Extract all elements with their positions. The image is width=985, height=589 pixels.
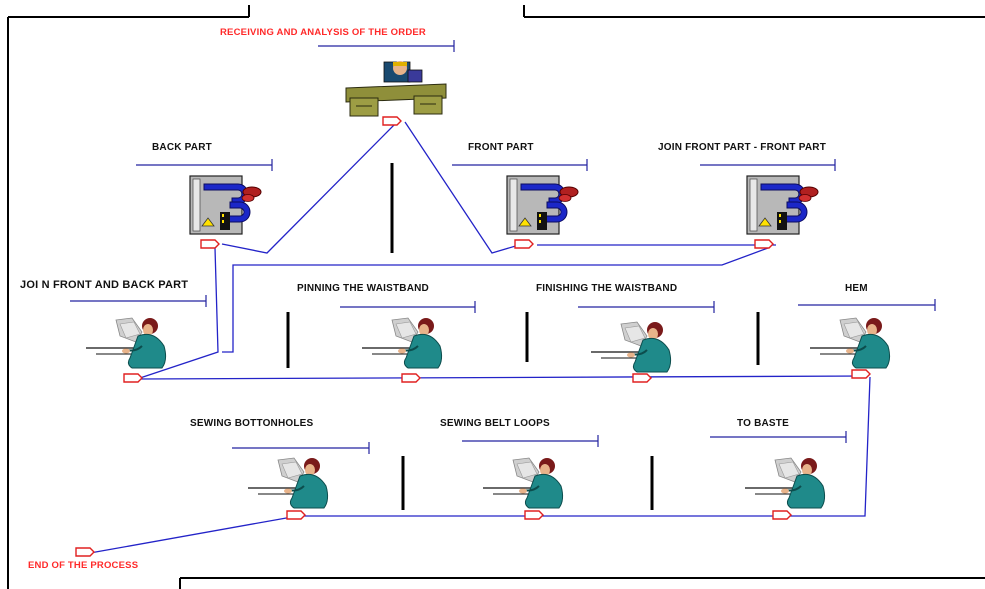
sewing-buttonholes-worker-icon — [248, 458, 328, 508]
hem-worker-icon — [810, 318, 890, 368]
to-baste-worker-icon — [745, 458, 825, 508]
marker-sewing-buttonholes — [287, 511, 305, 519]
join-front-back-worker-icon — [86, 318, 166, 368]
marker-back-part — [201, 240, 219, 248]
marker-join-front-back — [124, 374, 142, 382]
front-part-label: FRONT PART — [468, 142, 534, 153]
sewing-buttonholes-label: SEWING BOTTONHOLES — [190, 418, 313, 429]
end-label: END OF THE PROCESS — [28, 560, 138, 571]
back-part-machine-icon — [190, 176, 261, 234]
marker-join-front-front — [755, 240, 773, 248]
finishing-waistband-worker-icon — [591, 322, 671, 372]
hem-label: HEM — [845, 283, 868, 294]
pinning-waistband-worker-icon — [362, 318, 442, 368]
marker-end — [76, 548, 94, 556]
pinning-waistband-label: PINNING THE WAISTBAND — [297, 283, 429, 294]
marker-front-part — [515, 240, 533, 248]
frame-lines — [8, 5, 985, 589]
finishing-waistband-label: FINISHING THE WAISTBAND — [536, 283, 677, 294]
join-front-back-label: JOI N FRONT AND BACK PART — [20, 279, 188, 291]
marker-finishing-waistband — [633, 374, 651, 382]
desk-clerk-icon — [346, 61, 446, 116]
front-part-machine-icon — [507, 176, 578, 234]
start-label: RECEIVING AND ANALYSIS OF THE ORDER — [220, 27, 426, 38]
join-front-front-machine-icon — [747, 176, 818, 234]
sewing-belt-loops-label: SEWING BELT LOOPS — [440, 418, 550, 429]
marker-reception — [383, 117, 401, 125]
marker-to-baste — [773, 511, 791, 519]
marker-hem — [852, 370, 870, 378]
to-baste-label: TO BASTE — [737, 418, 789, 429]
join-front-front-label: JOIN FRONT PART - FRONT PART — [658, 142, 826, 153]
label-underlines — [70, 40, 935, 454]
back-part-label: BACK PART — [152, 142, 212, 153]
marker-sewing-belt-loops — [525, 511, 543, 519]
sewing-belt-loops-worker-icon — [483, 458, 563, 508]
marker-pinning-waistband — [402, 374, 420, 382]
